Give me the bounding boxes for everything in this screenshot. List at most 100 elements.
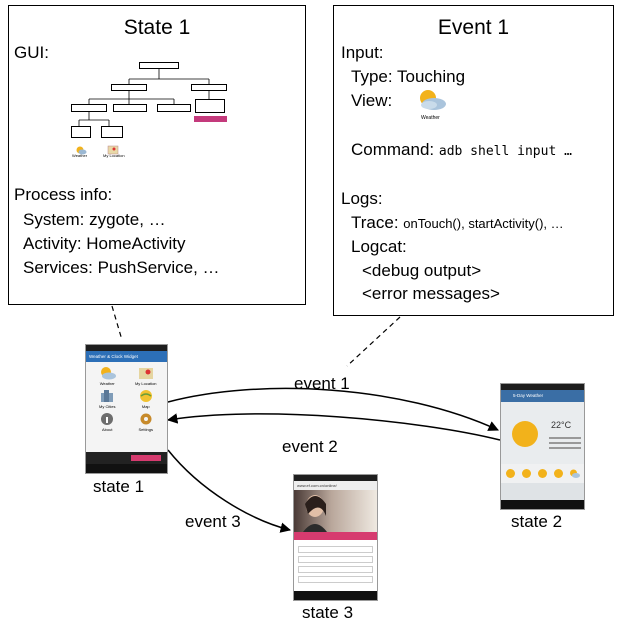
app-bar: Weather & Clock Widget [86, 351, 167, 362]
menu-item-about[interactable]: About [88, 412, 127, 432]
tree-node-root [139, 62, 179, 69]
services-info: Services: PushService, … [23, 258, 220, 277]
portrait-image [303, 495, 327, 532]
command-line: Command: adb shell input … [351, 141, 572, 158]
menu-item-weather[interactable]: Weather [88, 366, 127, 386]
edge-event-1 [167, 387, 499, 431]
menu-item-label: My Location [134, 381, 157, 386]
forecast-sun-icon [553, 469, 563, 478]
tree-node-leaf [71, 126, 91, 138]
state-box: State 1 GUI: [8, 5, 306, 305]
gui-label: GUI: [14, 43, 49, 62]
state1-screenshot: Weather & Clock Widget Weather My Locati… [85, 344, 168, 474]
tree-node-leaf [101, 126, 123, 138]
tree-node-layout [195, 99, 225, 113]
command-label: Command: [351, 140, 439, 159]
forecast-sun-icon [522, 469, 532, 478]
gear-icon [140, 413, 152, 425]
event-box-link [346, 316, 401, 367]
node-label-state2: state 2 [511, 512, 563, 531]
menu-item-my-location[interactable]: My Location [127, 366, 166, 386]
edge-label-event-1: event 1 [294, 374, 350, 393]
weather-icon [414, 87, 448, 117]
trace-line: Trace: onTouch(), startActivity(), … [351, 214, 564, 231]
view-label: View: [351, 91, 393, 110]
form-field[interactable] [298, 546, 373, 553]
forecast-row [501, 464, 584, 483]
app-title: 5-Day Weather [513, 393, 544, 398]
temperature: 22°C [551, 420, 572, 430]
browser-url: www.ef.com.cn/online/ [297, 483, 337, 488]
state-box-link [111, 305, 123, 341]
menu-item-map[interactable]: Map [127, 389, 166, 409]
tree-node-layout [157, 104, 191, 112]
trace-value: onTouch(), startActivity(), … [403, 216, 564, 231]
tree-node-frame [111, 84, 147, 91]
form-field[interactable] [298, 566, 373, 573]
form-fields [294, 540, 377, 589]
logs-label: Logs: [341, 189, 383, 208]
sun-icon [512, 421, 538, 447]
status-bar [501, 384, 584, 390]
input-type: Type: Touching [351, 67, 466, 86]
nav-bar [86, 464, 167, 473]
menu-item-settings[interactable]: Settings [127, 412, 166, 432]
nav-bar [501, 500, 584, 509]
trace-label: Trace: [351, 213, 404, 232]
app-bar: 5-Day Weather [501, 390, 584, 402]
status-bar [86, 345, 167, 351]
status-bar [294, 475, 377, 481]
gui-icon-caption: Weather [72, 153, 88, 158]
logcat-error: <error messages> [362, 284, 500, 303]
weather-icon [75, 142, 87, 155]
edge-event-2 [166, 413, 501, 441]
app-title: Weather & Clock Widget [89, 354, 138, 359]
process-info-label: Process info: [14, 185, 113, 204]
logcat-debug: <debug output> [362, 261, 482, 280]
menu-item-label: Settings [138, 427, 153, 432]
menu-item-label: Map [141, 404, 150, 409]
state-box-title: State 1 [123, 16, 191, 39]
state3-screenshot: www.ef.com.cn/online/ [293, 474, 378, 601]
pink-banner [294, 532, 377, 540]
gui-icon-caption: My Location [103, 153, 125, 158]
node-label-state1: state 1 [93, 477, 145, 496]
form-field[interactable] [298, 576, 373, 583]
tree-node-frame [191, 84, 227, 91]
gui-tree-edges [78, 69, 210, 126]
info-icon [101, 413, 114, 425]
details-lines [549, 434, 581, 452]
edge-event-3 [167, 449, 292, 533]
menu-grid: Weather My Location My Cities Map About … [86, 362, 167, 432]
globe-icon [139, 390, 152, 402]
menu-item-my-cities[interactable]: My Cities [88, 389, 127, 409]
menu-item-label: Weather [99, 381, 115, 386]
gui-hierarchy-tree: Weather My Location [69, 54, 269, 169]
ad-banner [86, 452, 167, 464]
tree-node-layout [113, 104, 147, 112]
edge-label-event-3: event 3 [185, 512, 241, 531]
event-box-title: Event 1 [437, 16, 510, 39]
browser-bar: www.ef.com.cn/online/ [294, 481, 377, 490]
activity-info: Activity: HomeActivity [23, 234, 186, 253]
edge-label-event-2: event 2 [282, 437, 338, 456]
menu-item-label: My Cities [99, 404, 116, 409]
nav-bar [294, 591, 377, 600]
ad-banner-thumbnail [194, 116, 227, 122]
view-icon-caption: Weather [421, 115, 440, 121]
forecast-sun-icon [537, 469, 547, 478]
weather-panel: 22°C [501, 402, 584, 464]
node-label-state3: state 3 [302, 603, 354, 622]
logcat-label: Logcat: [351, 237, 407, 256]
input-label: Input: [341, 43, 384, 62]
ad-button [131, 455, 161, 461]
cities-icon [101, 390, 114, 402]
menu-item-label: About [102, 427, 113, 432]
state2-screenshot: 5-Day Weather 22°C [500, 383, 585, 510]
form-field[interactable] [298, 556, 373, 563]
command-code: adb shell input … [438, 144, 572, 159]
location-icon [107, 142, 119, 155]
system-info: System: zygote, … [23, 210, 166, 229]
weather-icon [101, 367, 117, 380]
